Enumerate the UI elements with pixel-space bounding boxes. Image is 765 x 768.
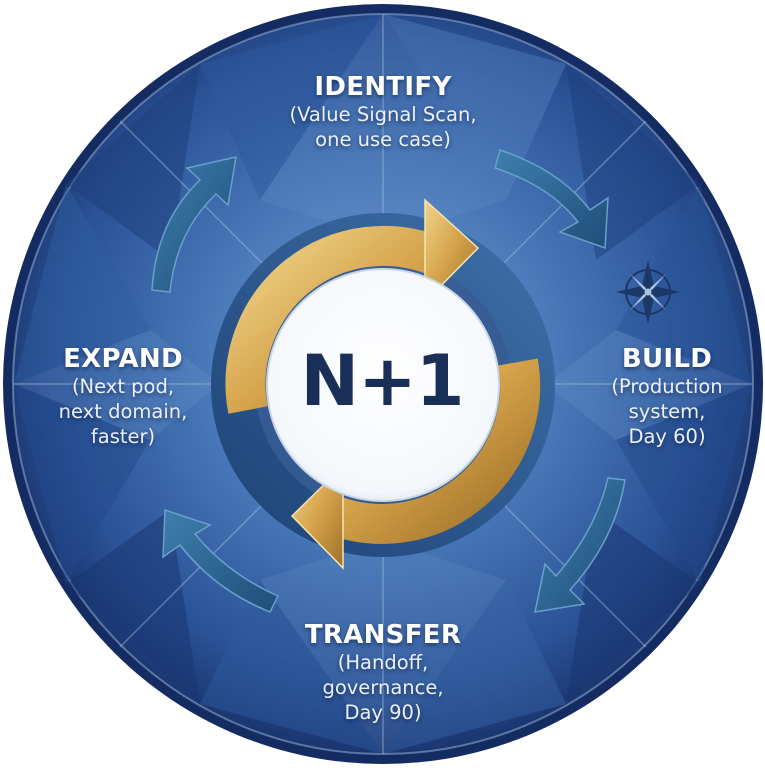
arrow-to-expand bbox=[162, 508, 280, 613]
center-circle bbox=[267, 269, 499, 501]
facet bbox=[383, 14, 566, 200]
arrow-to-build bbox=[494, 149, 609, 250]
facet bbox=[260, 540, 506, 754]
gold-arc-lower bbox=[317, 358, 541, 544]
facet bbox=[566, 510, 700, 704]
center-label: N+1 bbox=[300, 340, 465, 422]
facet bbox=[14, 184, 150, 384]
arrow-to-transfer bbox=[534, 477, 626, 613]
stage-description: (Production system, Day 60) bbox=[611, 375, 723, 448]
facet bbox=[14, 330, 220, 440]
facet bbox=[200, 580, 383, 754]
stage-title: BUILD bbox=[621, 344, 713, 374]
stage-expand: EXPAND (Next pod, next domain, faster) bbox=[38, 344, 208, 449]
stage-description: (Value Signal Scan, one use case) bbox=[289, 103, 477, 151]
outer-cycle-arrows bbox=[151, 149, 626, 613]
facet bbox=[66, 64, 200, 260]
arrow-to-identify bbox=[151, 156, 237, 293]
stage-build: BUILD (Production system, Day 60) bbox=[582, 344, 752, 449]
facet bbox=[616, 384, 752, 584]
facet bbox=[200, 14, 383, 200]
stage-title: TRANSFER bbox=[304, 620, 462, 650]
stage-identify: IDENTIFY (Value Signal Scan, one use cas… bbox=[228, 72, 538, 152]
facet bbox=[616, 184, 752, 384]
facet bbox=[66, 510, 200, 704]
divider-lines bbox=[14, 14, 752, 754]
gold-arrowhead-bottom bbox=[290, 464, 344, 570]
facet bbox=[14, 384, 150, 584]
compass-rose-icon bbox=[616, 260, 680, 324]
gold-arc-upper bbox=[225, 225, 449, 414]
stage-title: EXPAND bbox=[63, 344, 183, 374]
stage-description: (Next pod, next domain, faster) bbox=[58, 375, 188, 448]
stage-transfer: TRANSFER (Handoff, governance, Day 90) bbox=[258, 620, 508, 725]
facet bbox=[546, 330, 752, 440]
stage-description: (Handoff, governance, Day 90) bbox=[322, 651, 444, 724]
gold-arrowhead-top bbox=[424, 198, 480, 304]
stage-title: IDENTIFY bbox=[314, 72, 452, 102]
center-ring bbox=[211, 198, 555, 570]
facet bbox=[260, 14, 506, 240]
facet-panels bbox=[14, 14, 752, 754]
facet bbox=[383, 580, 566, 754]
